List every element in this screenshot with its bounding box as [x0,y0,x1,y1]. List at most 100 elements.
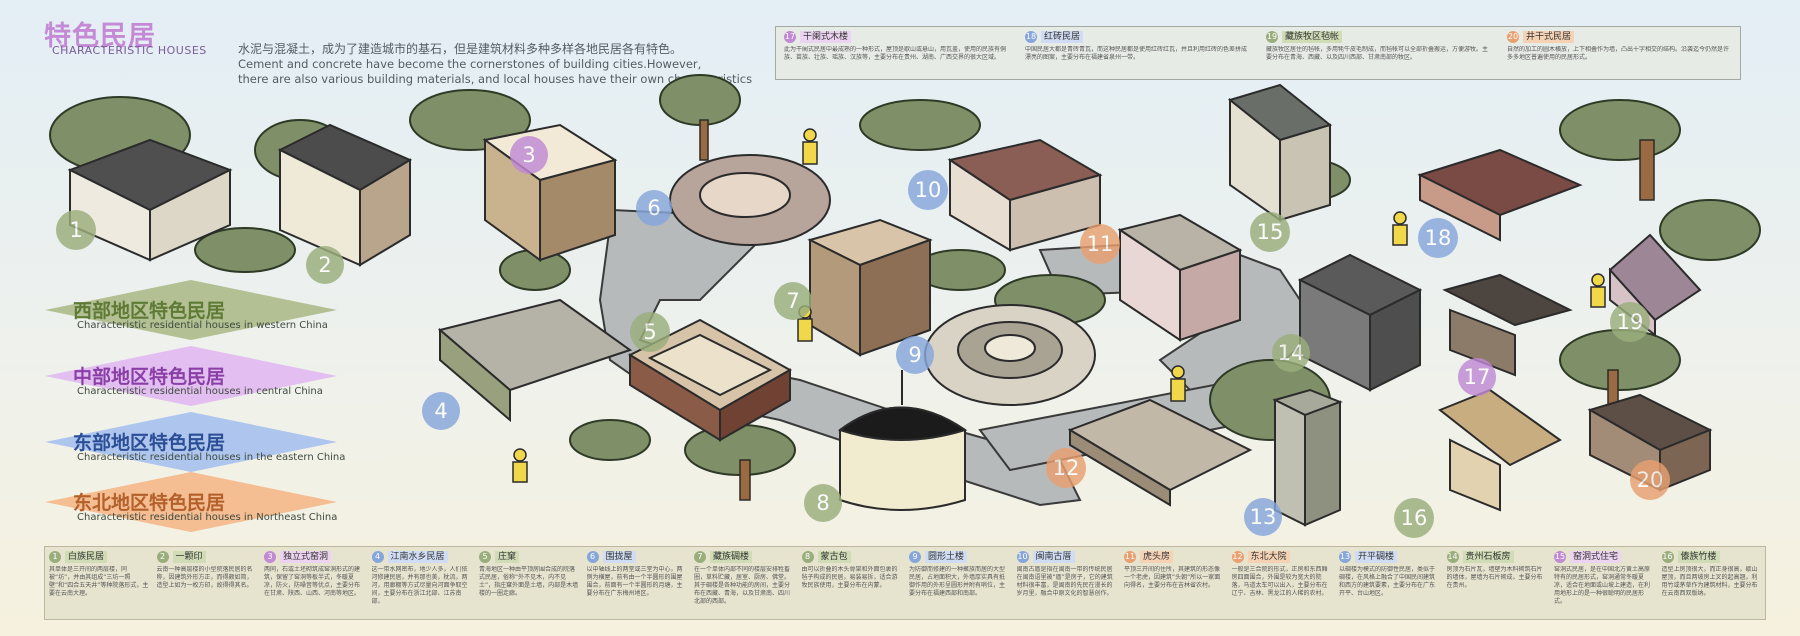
house-name: 开平碉楼 [1355,551,1398,563]
house-description: 以中轴线上的两堂或三堂为中心，两侧为横屋，前有由一个半圆形的围屋围合，前面有一个… [586,566,683,597]
house-name: 一颗印 [172,551,206,563]
marker-5: 5 [630,312,670,352]
number-badge: 13 [1339,551,1351,563]
number-badge: 5 [479,551,491,563]
legend-northeast: 东北地区特色民居 Characteristic residential hous… [45,472,337,532]
legend-west: 西部地区特色民居 Characteristic residential hous… [45,280,337,340]
house-name: 庄窠 [495,551,520,563]
marker-7: 7 [774,282,812,320]
legend-label-en: Characteristic residential houses in the… [77,452,346,463]
info-card-20: 20 井干式民居 自然的加工的圆木横放，上下相叠作为墙，凸出十字相交的结构。沿袭迄… [1499,27,1740,79]
house-description: 由可以折叠的木头骨架和外面包裹的毡子构成的民居，易装易拆，适合游牧民族使用，主要… [801,566,898,589]
marker-17: 17 [1458,358,1496,396]
legend-label-en: Characteristic residential houses in Nor… [77,512,338,523]
number-badge: 14 [1446,551,1459,563]
house-name: 虎头房 [1140,551,1174,563]
marker-3: 3 [510,136,548,174]
marker-1: 1 [56,210,96,250]
marker-16: 16 [1394,498,1434,538]
intro-en-2: there are also various building material… [238,72,753,86]
number-badge: 20 [1507,31,1519,43]
house-description: 这一带水网密布，地少人多，人们依河修建民居，并有那也美，枕流，两河，用廊棚等方式… [371,566,468,605]
houses [67,83,1713,527]
number-badge: 19 [1266,31,1278,43]
house-description: 藏族牧区居住的毡帐，多用牦牛皮毛制成，而毡帐可以全部折叠搬运，方便游牧。主要分布… [1266,46,1489,61]
house-name: 圆形土楼 [925,551,968,563]
house-name: 闽南古厝 [1032,551,1075,563]
marker-14: 14 [1272,334,1310,372]
house-name: 江南水乡民居 [387,551,448,563]
marker-18: 18 [1418,218,1458,258]
house-description: 在一个单体内部不同的楼层安排牲畜圈，草料贮藏，居室、厨房、佛堂。其于碉楼是各种功… [694,566,791,605]
house-description: 平顶三开间的住所，其建筑的形态像一个老虎，因建筑“头朝”所以一家面向得名，主要分… [1124,566,1221,589]
info-card-3: 3 独立式窑洞两同，石或土坯砌筑成窑洞形式的建筑，保留了窑洞等板半式，冬暖夏凉，防… [260,547,368,619]
marker-11: 11 [1080,224,1120,264]
house-description: 自然的加工的圆木横放，上下相叠作为墙，凸出十字相交的结构。沿袭迄今仍然是许多多地… [1507,46,1730,61]
house-description: 一般是三合院的形式，正房和东西厢房四面围合，外围是较为宽大的院落，马道太车可以出… [1231,566,1328,597]
number-badge: 9 [909,551,921,563]
marker-12: 12 [1046,448,1086,488]
house-description: 为防御而修建的一种聚族而居的大型民居，占地面积大，外墙厚实具有抵御作用的外形呈圆… [909,566,1006,597]
number-badge: 8 [801,551,814,563]
marker-6: 6 [636,190,672,226]
marker-20: 20 [1630,460,1670,500]
number-badge: 16 [1661,551,1674,563]
house-description: 窑洞式民居，是在中国北方黄土高原特有的民居形式，窑洞通常冬暖夏凉，适合在地面或山… [1554,566,1651,605]
number-badge: 12 [1231,551,1244,563]
legend-label-cn: 东北地区特色民居 [73,492,226,514]
house-name: 独立式窑洞 [280,551,332,563]
marker-9: 9 [896,336,934,374]
house-description: 云南一种高层楼的小型院落民居的名称，因建筑外形方正，而得颇如简，造型上如为一枚方… [156,566,253,589]
house-name: 红砖民居 [1041,31,1084,43]
number-badge: 2 [156,551,169,563]
house-description: 两同，石或土坯砌筑成窑洞形式的建筑，保留了窑洞等板半式，冬暖夏凉，防火，防噪音等… [264,566,361,597]
house-name: 东北大院 [1247,551,1290,563]
intro-cn: 水泥与混凝土，成为了建造城市的基石，但是建筑材料多种多样各地民居各有特色。 [238,42,683,56]
house-description: 中国民居大都是青砖青瓦，而这种民居都是使用红砖红瓦，并且利用红砖的色差拼成漂亮的… [1025,46,1248,61]
marker-19: 19 [1610,302,1650,342]
house-name: 贵州石板房 [1462,551,1514,563]
house-name: 傣族竹楼 [1677,551,1720,563]
house-description: 以碉楼为模式的防御性民居，类似于碉楼，在风格上融合了中国民间建筑和西方的建筑要素… [1339,566,1436,597]
number-badge: 1 [49,551,61,563]
intro-text: 水泥与混凝土，成为了建造城市的基石，但是建筑材料多种多样各地民居各有特色。 Ce… [238,42,753,87]
house-name: 窑洞式住宅 [1570,551,1622,563]
info-card-9: 9 圆形土楼为防御而修建的一种聚族而居的大型民居，占地面积大，外墙厚实具有抵御作用… [905,547,1013,619]
house-description: 其单体是三开间的两层楼，同被“坊”，并由其组成“三坊一照壁”和“四合五天井”等种… [49,566,149,597]
legend-label-cn: 东部地区特色民居 [73,432,226,454]
house-description: 造型上房顶很大，而正身很高，歇山屋顶，而且两坡房上叉的起高翘，利用竹或茅草作为建… [1661,566,1758,597]
legend-east: 东部地区特色民居 Characteristic residential hous… [45,412,345,472]
marker-15: 15 [1250,212,1290,252]
house-description: 青海地区一种由平顶房围合成的院落式民居，俗称“外不见木，内不见土”，指庄窠外面是… [479,566,579,597]
number-badge: 3 [264,551,276,563]
marker-13: 13 [1244,498,1282,536]
info-card-5: 5 庄窠青海地区一种由平顶房围合成的院落式民居，俗称“外不见木，内不见土”，指庄窠… [475,547,583,619]
bottom-info-panel: 1 白族民居其单体是三开间的两层楼，同被“坊”，并由其组成“三坊一照壁”和“四合五… [44,546,1766,620]
house-name: 井干式民居 [1523,31,1575,43]
info-card-11: 11 虎头房平顶三开间的住所，其建筑的形态像一个老虎，因建筑“头朝”所以一家面向得… [1120,547,1228,619]
marker-2: 2 [306,246,344,284]
number-badge: 6 [586,551,599,563]
number-badge: 11 [1124,551,1136,563]
people [512,128,1606,483]
house-name: 白族民居 [65,551,108,563]
info-card-13: 13 开平碉楼以碉楼为模式的防御性民居，类似于碉楼，在风格上融合了中国民间建筑和西… [1335,547,1443,619]
tree-trunks [699,119,1655,501]
legend-label-en: Characteristic residential houses in cen… [77,386,323,397]
page-title: 特色民居 [44,21,156,52]
house-name: 围拢屋 [602,551,636,563]
legend-label-cn: 西部地区特色民居 [73,300,226,322]
marker-8: 8 [804,484,842,522]
